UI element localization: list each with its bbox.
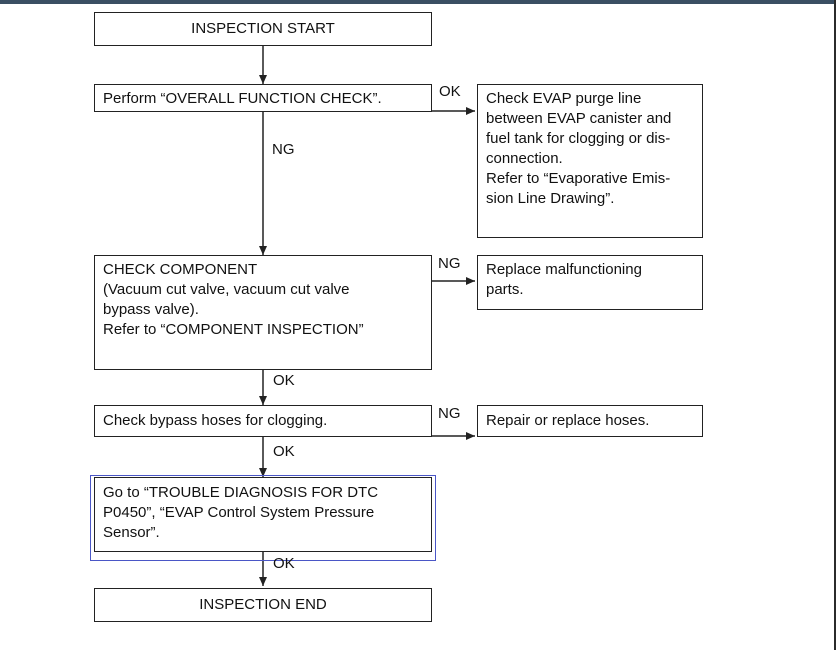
check-component-box: CHECK COMPONENT (Vacuum cut valve, vacuu…: [94, 255, 432, 370]
inspection-start-box: INSPECTION START: [94, 12, 432, 46]
bypass-ok-label: OK: [273, 443, 295, 460]
go-to-dtc-box: Go to “TROUBLE DIAGNOSIS FOR DTC P0450”,…: [94, 477, 432, 552]
overall-function-check-box: Perform “OVERALL FUNCTION CHECK”.: [94, 84, 432, 112]
repair-hoses-box: Repair or replace hoses.: [477, 405, 703, 437]
window-top-bar: [0, 0, 836, 4]
component-ok-label: OK: [273, 372, 295, 389]
window-right-edge: [834, 0, 836, 650]
overall-ok-label: OK: [439, 83, 461, 100]
inspection-start-text: INSPECTION START: [191, 20, 335, 37]
repair-hoses-text: Repair or replace hoses.: [486, 412, 650, 429]
check-purge-line-box: Check EVAP purge line between EVAP canis…: [477, 84, 703, 238]
inspection-end-text: INSPECTION END: [199, 596, 327, 613]
check-bypass-hoses-box: Check bypass hoses for clogging.: [94, 405, 432, 437]
check-bypass-hoses-text: Check bypass hoses for clogging.: [103, 412, 328, 429]
overall-ng-label: NG: [272, 141, 295, 158]
replace-parts-box: Replace malfunctioning parts.: [477, 255, 703, 310]
go-to-dtc-text: Go to “TROUBLE DIAGNOSIS FOR DTC P0450”,…: [103, 484, 379, 541]
inspection-end-box: INSPECTION END: [94, 588, 432, 622]
bypass-ng-label: NG: [438, 405, 461, 422]
overall-function-check-text: Perform “OVERALL FUNCTION CHECK”.: [103, 90, 382, 107]
replace-parts-text: Replace malfunctioning parts.: [486, 261, 642, 298]
dtc-ok-label: OK: [273, 555, 295, 572]
check-purge-line-text: Check EVAP purge line between EVAP canis…: [486, 90, 672, 207]
component-ng-label: NG: [438, 255, 461, 272]
check-component-text: CHECK COMPONENT (Vacuum cut valve, vacuu…: [103, 261, 364, 338]
